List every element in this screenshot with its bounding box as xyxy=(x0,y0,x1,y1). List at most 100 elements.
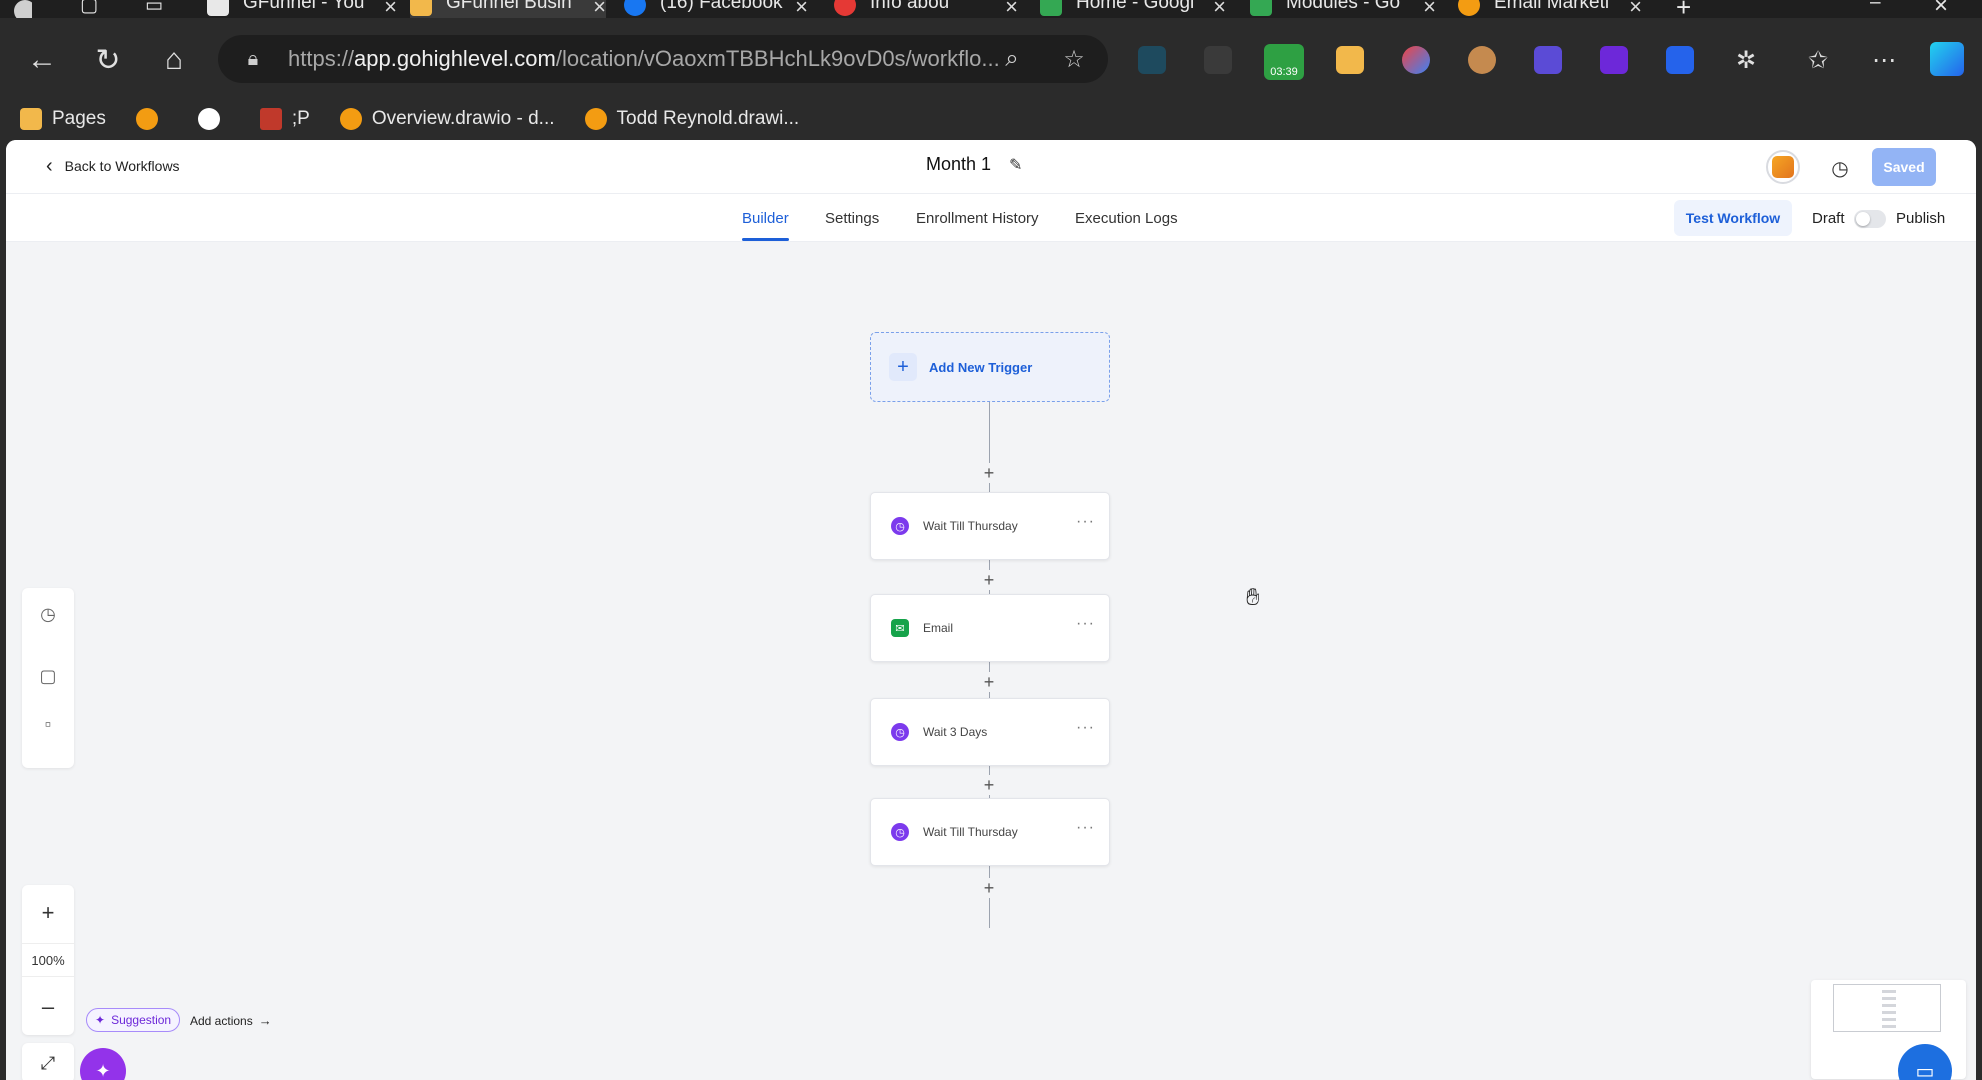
comment-icon[interactable]: ▢ xyxy=(39,665,57,686)
action-node-wait-3-days[interactable]: ◷ Wait 3 Days ··· xyxy=(870,698,1110,766)
tab-settings[interactable]: Settings xyxy=(825,210,880,227)
tab-enrollment-history[interactable]: Enrollment History xyxy=(916,210,1039,227)
url-text[interactable]: https://app.gohighlevel.com/location/vOa… xyxy=(288,46,998,71)
browser-tab-3[interactable]: Info abou × xyxy=(834,0,1018,18)
add-step-button[interactable]: + xyxy=(979,570,999,590)
tab-builder[interactable]: Builder xyxy=(742,210,789,241)
extension-info-icon[interactable] xyxy=(1204,46,1232,74)
extension-timer-badge[interactable]: 03:39 xyxy=(1264,44,1304,80)
extension-pen-icon[interactable] xyxy=(1600,46,1628,74)
action-node-wait-till-thursday[interactable]: ◷ Wait Till Thursday ··· xyxy=(870,798,1110,866)
tab-execution-logs[interactable]: Execution Logs xyxy=(1075,210,1178,227)
home-icon: ⌂ xyxy=(164,43,184,76)
test-workflow-button[interactable]: Test Workflow xyxy=(1674,200,1792,236)
more-options-icon[interactable]: ··· xyxy=(1076,719,1095,736)
extension-cookie-icon[interactable] xyxy=(1468,46,1496,74)
close-tab-icon[interactable]: × xyxy=(1423,0,1436,18)
app-header: ‹ Back to Workflows Month 1 ✎ ◷ Saved xyxy=(6,140,1976,194)
bookmark-pages[interactable]: Pages xyxy=(20,108,106,130)
favorites-button[interactable]: ✩ xyxy=(1798,40,1838,80)
edit-pencil-icon[interactable]: ✎ xyxy=(1009,156,1023,174)
minimap-node xyxy=(1882,1011,1896,1014)
tab-favicon-icon xyxy=(207,0,229,16)
close-tab-icon[interactable]: × xyxy=(1213,0,1226,18)
browser-tab-6[interactable]: Email Marketi × xyxy=(1458,0,1642,18)
add-step-button[interactable]: + xyxy=(979,672,999,692)
draft-label: Draft xyxy=(1812,210,1845,227)
chat-support-button[interactable]: ▭ xyxy=(1898,1044,1952,1080)
suggestion-chip[interactable]: ✦ Suggestion xyxy=(86,1008,181,1032)
more-menu-button[interactable]: ⋯ xyxy=(1864,40,1904,80)
account-avatar[interactable] xyxy=(1766,150,1800,184)
saved-button[interactable]: Saved xyxy=(1872,148,1936,186)
browser-tab-0[interactable]: GFunnel - You × xyxy=(207,0,397,18)
browser-tab-1[interactable]: GFunnel Busin × xyxy=(410,0,606,18)
browser-tab-bar: ▢ ▭ GFunnel - You × GFunnel Busin × (16)… xyxy=(0,0,1982,18)
browser-tab-5[interactable]: Modules - Go × xyxy=(1250,0,1436,18)
zoom-in-button[interactable]: + xyxy=(22,893,74,933)
add-step-button[interactable]: + xyxy=(979,775,999,795)
browser-tab-2[interactable]: (16) Facebook × xyxy=(624,0,808,18)
workflow-canvas[interactable]: + Add New Trigger + ◷ Wait Till Thursday… xyxy=(6,242,1976,1080)
close-window-button[interactable]: × xyxy=(1934,0,1958,18)
bookmark-p[interactable]: ;P xyxy=(259,108,310,130)
browser-tab-4[interactable]: Home - Googl × xyxy=(1040,0,1226,18)
plus-icon: + xyxy=(41,900,55,925)
lock-icon[interactable]: 🔒︎ xyxy=(247,47,259,70)
publish-toggle[interactable] xyxy=(1854,210,1886,228)
zoom-icon[interactable]: ⌕ xyxy=(1005,45,1019,72)
more-options-icon[interactable]: ··· xyxy=(1076,513,1095,530)
extensions-button[interactable]: ✲ xyxy=(1726,40,1766,80)
more-options-icon[interactable]: ··· xyxy=(1076,615,1095,632)
extension-script-icon[interactable] xyxy=(1534,46,1562,74)
fit-to-screen-button[interactable]: ⤢ xyxy=(22,1043,74,1080)
minimap-viewport[interactable] xyxy=(1833,984,1941,1032)
extension-color-icon[interactable] xyxy=(1402,46,1430,74)
favorite-star-icon[interactable]: ☆ xyxy=(1063,45,1085,73)
tab-actions-button[interactable]: ▭ xyxy=(145,0,165,18)
add-step-button[interactable]: + xyxy=(979,878,999,898)
copilot-icon[interactable] xyxy=(1930,42,1964,76)
minimize-window-button[interactable]: – xyxy=(1870,0,1894,18)
zoom-out-button[interactable]: – xyxy=(22,987,74,1027)
bookmark-drawio[interactable] xyxy=(135,108,168,130)
bookmark-google[interactable] xyxy=(197,108,230,130)
bookmark-overview-drawio[interactable]: Overview.drawio - d... xyxy=(339,108,555,130)
close-tab-icon[interactable]: × xyxy=(1005,0,1018,18)
ai-assistant-button[interactable]: ✦ xyxy=(80,1048,126,1080)
close-tab-icon[interactable]: × xyxy=(384,0,397,18)
add-step-button[interactable]: + xyxy=(979,463,999,483)
drawio-favicon-icon xyxy=(135,108,158,130)
close-tab-icon[interactable]: × xyxy=(593,0,606,18)
version-history-button[interactable]: ◷ xyxy=(1826,154,1854,182)
action-node-email[interactable]: ✉ Email ··· xyxy=(870,594,1110,662)
back-button[interactable]: ← xyxy=(22,40,62,80)
chevron-left-icon: ‹ xyxy=(46,155,53,177)
address-bar[interactable]: 🔒︎ https://app.gohighlevel.com/location/… xyxy=(218,35,1108,83)
add-actions-link[interactable]: Add actions → xyxy=(190,1013,272,1028)
arrow-left-icon: ← xyxy=(27,43,57,76)
bookmark-favicon-icon xyxy=(20,108,42,130)
note-icon[interactable]: ▫ xyxy=(44,713,52,734)
minimap-node xyxy=(1882,1025,1896,1028)
more-options-icon[interactable]: ··· xyxy=(1076,819,1095,836)
google-drive-favicon-icon xyxy=(1040,0,1062,16)
tab-actions-icon: ▭ xyxy=(145,0,163,16)
back-to-workflows-link[interactable]: ‹ Back to Workflows xyxy=(46,155,180,177)
add-new-trigger-node[interactable]: + Add New Trigger xyxy=(870,332,1110,402)
close-tab-icon[interactable]: × xyxy=(1629,0,1642,18)
extension-grid-icon[interactable] xyxy=(1336,46,1364,74)
history-icon[interactable]: ◷ xyxy=(40,603,56,624)
workspaces-button[interactable]: ▢ xyxy=(80,0,100,18)
bookmark-todd-reynold-drawio[interactable]: Todd Reynold.drawi... xyxy=(584,108,799,130)
new-tab-button[interactable]: + xyxy=(1676,0,1706,18)
reload-button[interactable]: ↻ xyxy=(88,40,128,80)
google-drive-favicon-icon xyxy=(1250,0,1272,16)
minimize-icon: – xyxy=(1870,0,1881,13)
extension-tag-icon[interactable] xyxy=(1666,46,1694,74)
home-button[interactable]: ⌂ xyxy=(154,40,194,80)
close-tab-icon[interactable]: × xyxy=(795,0,808,18)
profile-avatar[interactable] xyxy=(14,0,32,18)
action-node-wait-till-thursday[interactable]: ◷ Wait Till Thursday ··· xyxy=(870,492,1110,560)
extension-n-icon[interactable] xyxy=(1138,46,1166,74)
